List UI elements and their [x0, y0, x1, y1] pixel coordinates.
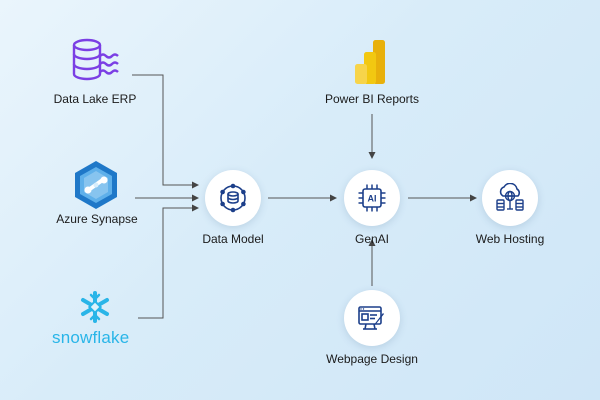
genai-label: GenAI [354, 232, 390, 246]
webpage-design-label: Webpage Design [326, 352, 418, 366]
database-stack-icon [72, 38, 119, 81]
webpage-design-circle [344, 290, 400, 346]
data-model-circle [205, 170, 261, 226]
ai-chip-icon: AI [358, 184, 386, 212]
snowflake-wordmark: snowflake [52, 328, 130, 347]
power-bi-reports-label: Power BI Reports [324, 92, 420, 106]
power-bi-logo [355, 40, 385, 84]
azure-synapse-label: Azure Synapse [56, 212, 138, 226]
connector-data-lake-to-model [132, 74, 199, 189]
snowflake-logo [81, 291, 109, 323]
cloud-hosting-icon [496, 183, 524, 211]
azure-synapse-logo [75, 161, 117, 209]
genai-circle: AI [344, 170, 400, 226]
ai-chip-text: AI [368, 194, 377, 204]
data-model-label: Data Model [202, 232, 264, 246]
data-lake-erp-label: Data Lake ERP [53, 92, 137, 106]
connector-snowflake-to-model [138, 204, 199, 319]
web-hosting-circle [482, 170, 538, 226]
web-hosting-label: Web Hosting [475, 232, 545, 246]
network-database-icon [220, 183, 246, 213]
webpage-design-icon [358, 306, 384, 330]
